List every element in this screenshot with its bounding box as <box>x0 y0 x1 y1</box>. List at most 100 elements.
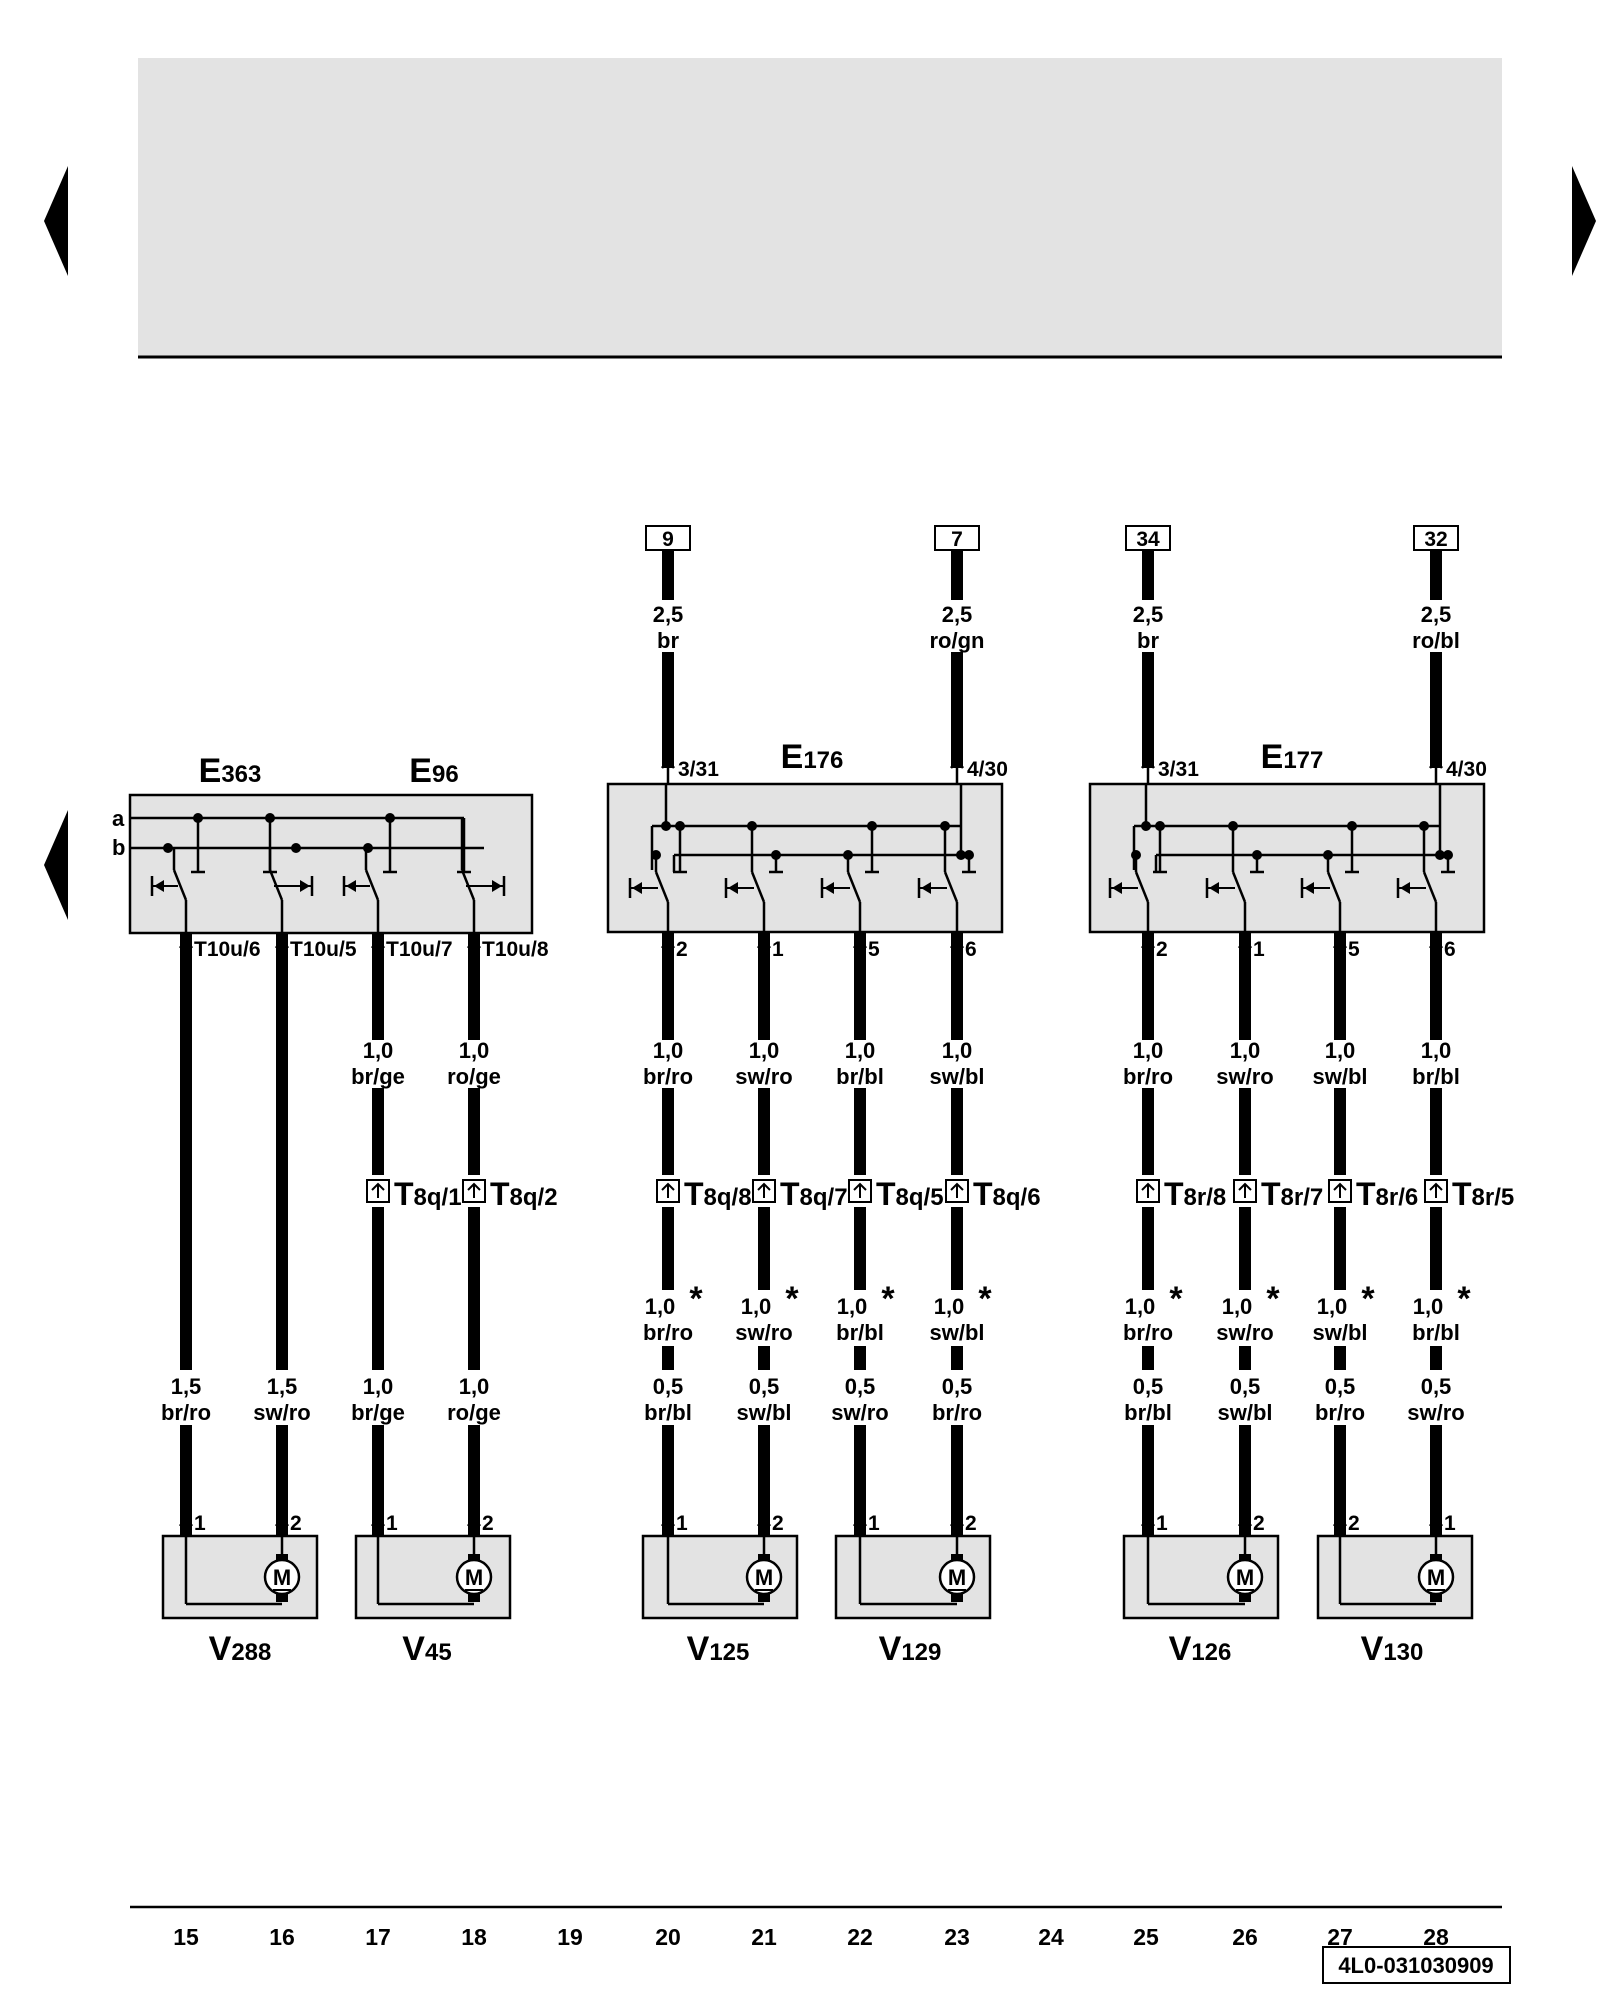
junction-dot <box>363 843 373 853</box>
bus-label-b: b <box>112 835 125 860</box>
pin-arrow-icon <box>1141 937 1155 949</box>
switch-arrow-icon <box>1112 882 1122 894</box>
reference-number: 7 <box>951 528 963 551</box>
motor-label: V130 <box>1361 1630 1424 1668</box>
junction-dot <box>1252 850 1262 860</box>
pin-arrow-icon <box>275 1515 289 1527</box>
wire-size-label: 1,0 <box>837 1294 868 1319</box>
motor-label: V129 <box>879 1630 942 1668</box>
junction-dot <box>1228 821 1238 831</box>
reference-box <box>645 525 691 551</box>
block-pin-label: 6 <box>1444 938 1456 961</box>
wire-marker: * <box>978 1280 992 1318</box>
column-number: 25 <box>1133 1924 1159 1950</box>
wire-segment <box>951 933 963 1040</box>
wire-segment <box>1430 652 1442 768</box>
motor-label: V45 <box>402 1630 451 1668</box>
wire-segment <box>468 1088 480 1175</box>
column-number: 27 <box>1327 1924 1353 1950</box>
wire-segment <box>1142 652 1154 768</box>
pin-arrow-icon <box>1333 1515 1347 1527</box>
wire-segment <box>951 550 963 600</box>
pin-arrow-icon <box>661 757 675 769</box>
next-page-arrow-icon[interactable] <box>1572 166 1596 276</box>
column-number: 15 <box>173 1924 199 1950</box>
wire-size-label: 1,0 <box>363 1038 394 1063</box>
header-band <box>138 58 1502 356</box>
wire-size-label: 0,5 <box>942 1374 973 1399</box>
wire-size-label: 0,5 <box>749 1374 780 1399</box>
wire-color-label: sw/bl <box>1312 1064 1367 1089</box>
wire-size-label: 2,5 <box>942 602 973 627</box>
wire-color-label: br/ro <box>1315 1400 1365 1425</box>
column-number: 21 <box>751 1924 777 1950</box>
wire-segment <box>854 1088 866 1175</box>
wire-color-label: br/ro <box>643 1320 693 1345</box>
switch-arrow-icon <box>1400 882 1410 894</box>
junction-dot <box>964 850 974 860</box>
wire-segment <box>1334 1425 1346 1536</box>
pin-arrow-icon <box>950 937 964 949</box>
motor-pin-label: 1 <box>194 1512 206 1535</box>
wire-size-label: 1,0 <box>749 1038 780 1063</box>
pin-arrow-icon <box>1429 757 1443 769</box>
switch-arrow-icon <box>346 880 356 892</box>
switch-arrow-icon <box>632 882 642 894</box>
block-label-e176: E176 <box>781 738 844 776</box>
wire-segment <box>1239 933 1251 1040</box>
motor-pin-label: 1 <box>386 1512 398 1535</box>
wire-color-label: br/ro <box>161 1400 211 1425</box>
wire-segment <box>372 1088 384 1175</box>
connector-label: T8r/8 <box>1164 1176 1226 1212</box>
prev-page-arrow-icon[interactable] <box>44 166 68 276</box>
block-pin-label: 5 <box>1348 938 1360 961</box>
block-internals <box>130 768 1455 933</box>
motor-symbol: M <box>1236 1565 1254 1590</box>
wire-size-label: 0,5 <box>1133 1374 1164 1399</box>
wire-size-label: 1,0 <box>459 1038 490 1063</box>
pin-arrow-icon <box>853 1515 867 1527</box>
wire-color-label: br/ge <box>351 1400 405 1425</box>
junction-dot <box>1323 850 1333 860</box>
switch-arrow-icon <box>824 882 834 894</box>
wire-marker: * <box>881 1280 895 1318</box>
wire-marker: * <box>1361 1280 1375 1318</box>
block-pin-label: 4/30 <box>967 758 1008 781</box>
block-pin-label: T10u/7 <box>386 938 453 961</box>
wire-segment <box>854 933 866 1040</box>
wire-color-label: sw/bl <box>1217 1400 1272 1425</box>
junction-dot <box>1131 850 1141 860</box>
switch-arrow-icon <box>154 880 164 892</box>
wire-segment <box>1239 1346 1251 1370</box>
wire-color-label: sw/ro <box>831 1400 888 1425</box>
block-label-e177: E177 <box>1261 738 1324 776</box>
motor-symbol: M <box>273 1565 291 1590</box>
junction-dot <box>1141 821 1151 831</box>
wire-segment <box>180 1425 192 1536</box>
switch-blade <box>750 871 766 903</box>
connector-label: T8r/7 <box>1261 1176 1323 1212</box>
document-id-box <box>1322 1946 1511 1984</box>
switch-blade <box>654 871 670 903</box>
motor-pin-label: 2 <box>772 1512 784 1535</box>
wire-segment <box>854 1425 866 1536</box>
block-pin-label: 5 <box>868 938 880 961</box>
wire-segment <box>372 1425 384 1536</box>
reference-number: 32 <box>1424 528 1447 551</box>
wire-segment <box>951 1207 963 1290</box>
wire-color-label: sw/bl <box>736 1400 791 1425</box>
motor-pin-label: 2 <box>965 1512 977 1535</box>
wire-color-label: br/bl <box>644 1400 692 1425</box>
motor-pin-label: 2 <box>482 1512 494 1535</box>
wire-size-label: 0,5 <box>845 1374 876 1399</box>
reference-box <box>1125 525 1171 551</box>
pin-arrow-icon <box>661 937 675 949</box>
block-pin-label: 3/31 <box>1158 758 1199 781</box>
junction-dot <box>1419 821 1429 831</box>
prev-section-arrow-icon[interactable] <box>44 810 68 920</box>
connector-label: T8q/7 <box>780 1176 848 1212</box>
junction-dot <box>1347 821 1357 831</box>
pin-arrow-icon <box>1429 1515 1443 1527</box>
pin-arrow-icon <box>179 937 193 949</box>
wire-size-label: 0,5 <box>1325 1374 1356 1399</box>
